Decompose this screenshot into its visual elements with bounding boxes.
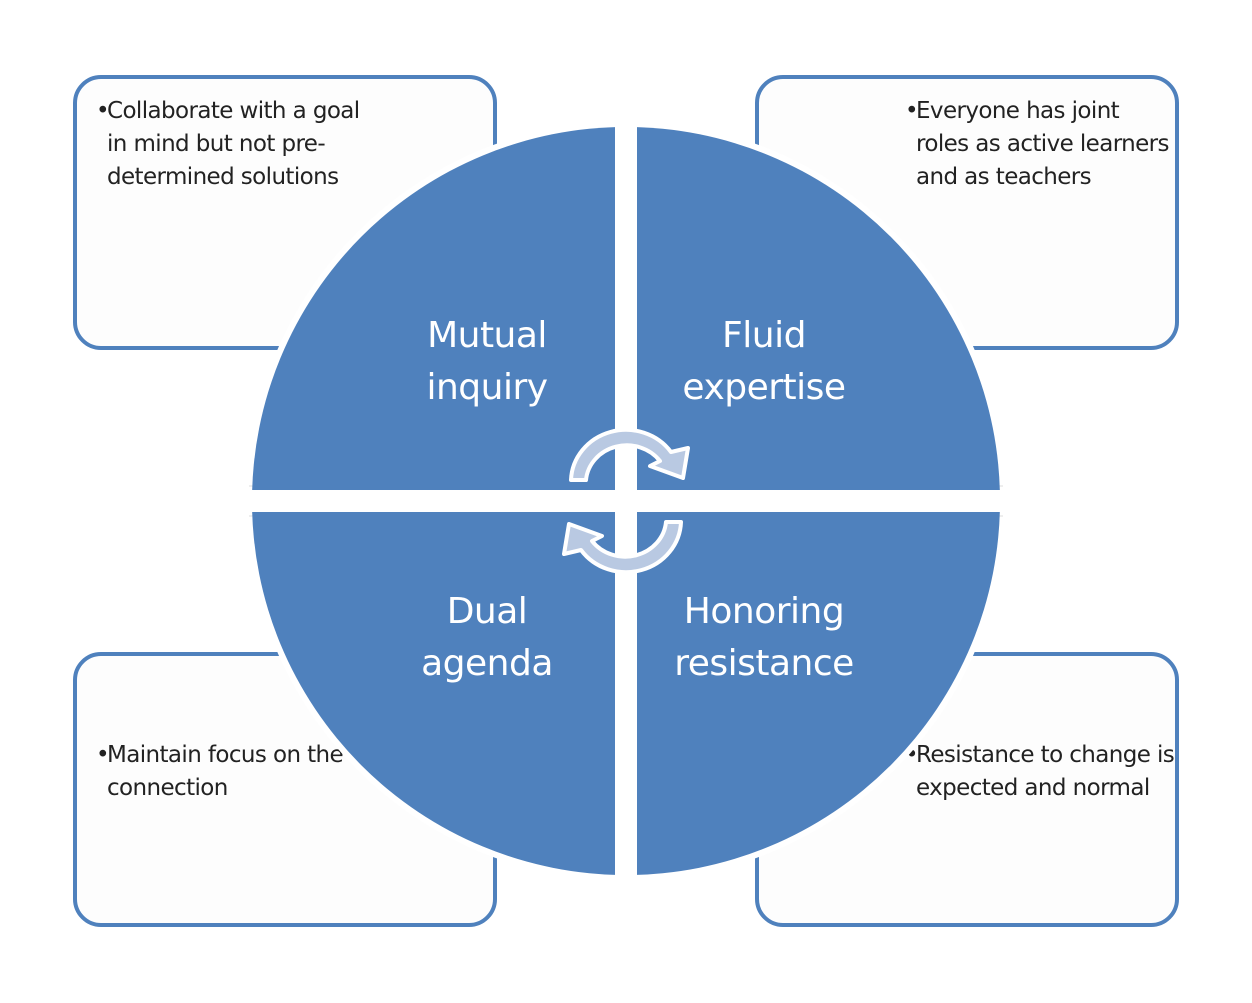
quadrant-title-line: inquiry <box>426 367 548 408</box>
quadrant-honoring-resistance <box>637 512 1000 875</box>
quadrant-fluid-expertise <box>637 127 1000 490</box>
quadrant-title-line: Mutual <box>427 315 547 356</box>
quadrant-title-dual-agenda: Dual agenda <box>347 586 627 690</box>
description-text: Resistance to change is expected and nor… <box>916 742 1175 801</box>
quadrant-title-line: agenda <box>421 643 553 684</box>
bullet-icon: • <box>96 742 110 768</box>
description-mutual-inquiry: •Collaborate with a goal in mind but not… <box>96 95 367 194</box>
quadrant-title-line: expertise <box>682 367 846 408</box>
bullet-icon: • <box>905 98 919 124</box>
description-text: Maintain focus on the connection <box>107 742 344 801</box>
quadrant-title-line: Honoring <box>683 591 845 632</box>
quadrant-title-honoring-resistance: Honoring resistance <box>624 586 904 690</box>
description-fluid-expertise: •Everyone has joint roles as active lear… <box>905 95 1176 194</box>
quadrant-title-line: resistance <box>674 643 854 684</box>
description-dual-agenda: •Maintain focus on the connection <box>96 739 367 805</box>
description-text: Everyone has joint roles as active learn… <box>916 98 1170 190</box>
quadrant-title-line: Dual <box>446 591 528 632</box>
cycle-arrow-top <box>569 427 690 482</box>
description-text: Collaborate with a goal in mind but not … <box>107 98 360 190</box>
quadrant-dual-agenda <box>252 512 615 875</box>
quadrant-title-mutual-inquiry: Mutual inquiry <box>347 310 627 414</box>
cycle-arrows-icon <box>562 427 690 575</box>
circle-halo <box>246 121 1006 881</box>
quadrant-mutual-inquiry <box>252 127 615 490</box>
cycle-arrow-bottom <box>562 520 683 575</box>
bullet-icon: • <box>96 98 110 124</box>
quadrant-title-line: Fluid <box>722 315 806 356</box>
quadrant-title-fluid-expertise: Fluid expertise <box>624 310 904 414</box>
